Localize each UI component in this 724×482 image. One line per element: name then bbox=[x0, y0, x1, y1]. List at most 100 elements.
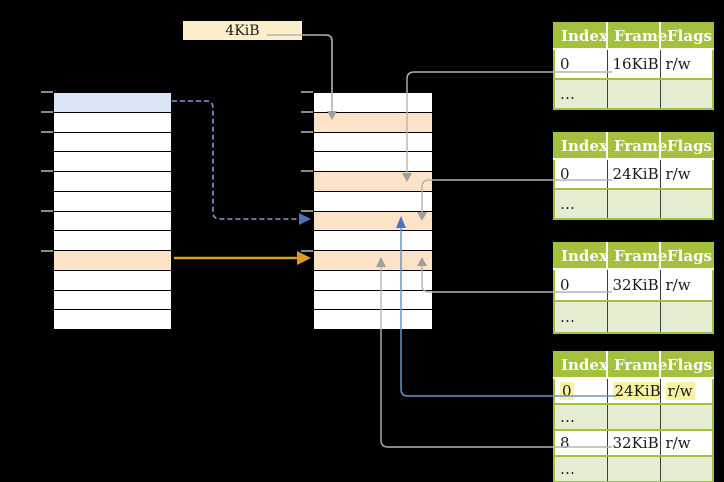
memory-row-white bbox=[314, 230, 432, 250]
column-header: Frame bbox=[607, 133, 667, 159]
memory-row-white bbox=[54, 111, 171, 132]
page-table-cell: 0 bbox=[554, 158, 608, 189]
address-tick bbox=[301, 91, 313, 93]
page-table-row: … bbox=[554, 188, 713, 219]
column-header: Index bbox=[554, 352, 608, 378]
address-tick bbox=[41, 91, 53, 93]
address-tick bbox=[41, 170, 53, 172]
page-table-cell: 8 bbox=[554, 429, 608, 456]
arrowhead-right-icon bbox=[299, 213, 311, 225]
arrowhead-right-icon bbox=[297, 251, 311, 265]
memory-row-white bbox=[314, 289, 432, 310]
memory-row-white bbox=[314, 131, 432, 152]
page-table-cell: 24KiB bbox=[607, 377, 661, 404]
page-table-cell bbox=[660, 300, 713, 333]
page-table-cell: r/w bbox=[660, 429, 713, 456]
address-tick bbox=[41, 250, 53, 252]
page-table-cell: 32KiB bbox=[607, 268, 661, 301]
page-table-cell: … bbox=[554, 455, 608, 482]
connector-virtual-to-frame-dashed bbox=[172, 100, 299, 220]
page-table-cell: 24KiB bbox=[607, 158, 661, 189]
page-table-row: … bbox=[554, 403, 713, 430]
memory-row-blue bbox=[54, 93, 171, 112]
page-table-cell bbox=[660, 188, 713, 219]
memory-row-orange bbox=[314, 250, 432, 270]
physical-memory-column bbox=[313, 92, 433, 330]
memory-row-white bbox=[54, 210, 171, 231]
page-table-row: … bbox=[554, 300, 713, 333]
column-header: Flags bbox=[660, 243, 713, 269]
memory-row-white bbox=[54, 230, 171, 250]
memory-row-orange bbox=[54, 250, 171, 270]
page-table-cell bbox=[660, 455, 713, 482]
address-tick bbox=[301, 111, 313, 113]
address-tick bbox=[301, 250, 313, 252]
address-tick bbox=[41, 111, 53, 113]
page-table-cell: r/w bbox=[660, 377, 713, 404]
memory-row-white bbox=[314, 151, 432, 171]
page-table-cell: … bbox=[554, 188, 608, 219]
address-tick bbox=[301, 210, 313, 212]
address-tick bbox=[41, 131, 53, 133]
page-table-cell: r/w bbox=[660, 48, 713, 79]
column-header: Frame bbox=[607, 23, 667, 49]
memory-row-white bbox=[54, 289, 171, 310]
page-size-box: 4KiB bbox=[183, 21, 302, 40]
memory-row-white bbox=[54, 151, 171, 171]
page-table-cell: … bbox=[554, 403, 608, 430]
memory-row-white bbox=[54, 309, 171, 329]
column-header: Index bbox=[554, 243, 608, 269]
address-tick bbox=[41, 210, 53, 212]
memory-row-orange bbox=[314, 210, 432, 231]
page-table-cell: r/w bbox=[660, 158, 713, 189]
column-header: Frame bbox=[607, 243, 667, 269]
address-tick bbox=[301, 131, 313, 133]
page-table-cell: 16KiB bbox=[607, 48, 661, 79]
memory-row-white bbox=[54, 190, 171, 211]
memory-row-white bbox=[314, 309, 432, 329]
memory-row-white bbox=[54, 131, 171, 152]
page-table-cell bbox=[607, 455, 661, 482]
page-table-cell: r/w bbox=[660, 268, 713, 301]
memory-row-white bbox=[54, 171, 171, 191]
column-header: Flags bbox=[660, 23, 713, 49]
page-table-cell: 0 bbox=[554, 268, 608, 301]
memory-row-orange bbox=[314, 111, 432, 132]
page-table-cell bbox=[607, 403, 661, 430]
memory-row-white bbox=[314, 269, 432, 290]
memory-row-white bbox=[54, 269, 171, 290]
memory-row-white bbox=[314, 190, 432, 211]
memory-row-orange bbox=[314, 171, 432, 191]
page-table-row: … bbox=[554, 455, 713, 482]
page-table-cell bbox=[607, 188, 661, 219]
memory-row-white bbox=[314, 93, 432, 112]
column-header: Index bbox=[554, 23, 608, 49]
column-header: Flags bbox=[660, 352, 713, 378]
page-table-cell bbox=[607, 78, 661, 109]
page-table-row: … bbox=[554, 78, 713, 109]
page-table-cell: 32KiB bbox=[607, 429, 661, 456]
column-header: Index bbox=[554, 133, 608, 159]
page-table-cell bbox=[660, 78, 713, 109]
virtual-memory-column bbox=[53, 92, 172, 330]
page-table-cell bbox=[660, 403, 713, 430]
page-table-cell bbox=[607, 300, 661, 333]
page-table-cell: … bbox=[554, 300, 608, 333]
page-table-cell: … bbox=[554, 78, 608, 109]
address-tick bbox=[301, 170, 313, 172]
page-table-cell: 0 bbox=[554, 48, 608, 79]
column-header: Frame bbox=[607, 352, 667, 378]
column-header: Flags bbox=[660, 133, 713, 159]
